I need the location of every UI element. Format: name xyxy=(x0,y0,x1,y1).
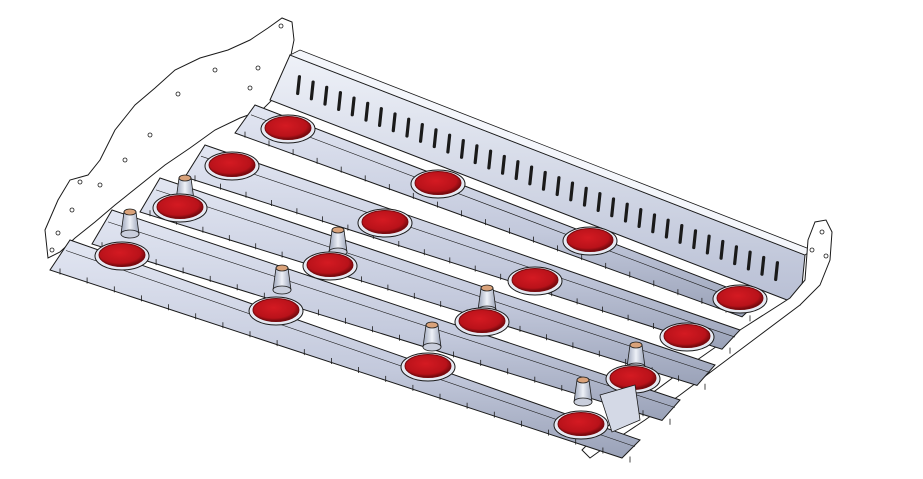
red-cup-hole xyxy=(156,195,204,219)
standoff-ring xyxy=(480,284,494,292)
red-cup-hole xyxy=(306,253,354,277)
wall-slot xyxy=(610,197,616,218)
red-cup-hole xyxy=(663,324,711,348)
back-wall-slots xyxy=(296,75,780,282)
red-cup-hole xyxy=(511,268,559,292)
wall-slot xyxy=(405,117,411,138)
wall-slot xyxy=(323,85,329,106)
wall-slot xyxy=(651,213,657,234)
wall-slot xyxy=(364,101,370,122)
wall-slot xyxy=(514,160,520,181)
red-cup-hole xyxy=(98,243,146,267)
wall-slot xyxy=(582,186,588,207)
rail-edge-line xyxy=(200,155,736,338)
standoff-base xyxy=(120,229,140,239)
wall-slot xyxy=(500,154,506,175)
wall-slot xyxy=(719,239,725,260)
standoff-ring xyxy=(123,208,137,216)
standoff-base xyxy=(422,342,442,352)
rail-edge-line xyxy=(250,114,756,307)
tray-rail xyxy=(139,177,716,386)
red-cup-hole xyxy=(404,354,452,378)
wall-slot xyxy=(692,229,698,250)
red-cup-hole xyxy=(557,412,605,436)
wall-slot xyxy=(541,170,547,191)
red-cup-hole xyxy=(716,286,764,310)
wall-slot xyxy=(774,261,780,282)
wall-slot xyxy=(555,176,561,197)
red-cup-hole xyxy=(252,298,300,322)
standoff-ring xyxy=(331,226,345,234)
tray-rail xyxy=(91,209,681,421)
wall-slot xyxy=(446,133,452,154)
wall-slot xyxy=(391,112,397,133)
wall-slot xyxy=(705,234,711,255)
wall-slot xyxy=(637,208,643,228)
red-cup-hole xyxy=(414,171,462,195)
wall-slot xyxy=(337,91,343,111)
wall-slot xyxy=(350,96,356,117)
red-cup-hole xyxy=(361,210,409,234)
wall-slot xyxy=(528,165,534,186)
wall-slot xyxy=(733,245,739,266)
red-cup-hole xyxy=(566,228,614,252)
standoff-base xyxy=(573,397,593,407)
red-cup-holes xyxy=(94,114,768,440)
bottom-right-bracket xyxy=(599,384,641,433)
wall-slot xyxy=(487,149,493,170)
standoff-ring xyxy=(425,321,439,329)
standoff-base xyxy=(272,285,292,295)
wall-slot xyxy=(569,181,575,202)
wall-slot xyxy=(664,218,670,239)
rail-edge-line xyxy=(155,189,711,373)
wall-slot xyxy=(473,144,479,165)
red-cup-hole xyxy=(458,309,506,333)
red-cup-hole xyxy=(208,153,256,177)
standoff-ring xyxy=(275,264,289,272)
wall-slot xyxy=(296,75,302,96)
left-end-plate xyxy=(44,17,295,259)
standoff-ring xyxy=(178,174,192,182)
rail-edge-line xyxy=(65,250,636,447)
wall-slot xyxy=(459,138,465,159)
wall-slot xyxy=(309,80,315,101)
right-plate-mounting-holes xyxy=(809,229,829,259)
tray-rails xyxy=(49,104,761,463)
standoff-ring xyxy=(576,376,590,384)
left-plate-mounting-holes xyxy=(49,23,284,253)
wall-slot xyxy=(678,223,684,244)
wall-slot xyxy=(432,128,438,149)
tray-rail xyxy=(184,144,741,350)
wall-slot xyxy=(746,250,752,271)
wall-slot xyxy=(623,202,629,223)
wall-slot xyxy=(418,122,424,143)
wall-slot xyxy=(596,192,602,212)
red-cup-hole xyxy=(264,116,312,140)
wall-slot xyxy=(377,107,383,127)
rail-edge-line xyxy=(107,221,676,408)
standoff-ring xyxy=(629,341,643,349)
wall-slot xyxy=(760,255,766,276)
